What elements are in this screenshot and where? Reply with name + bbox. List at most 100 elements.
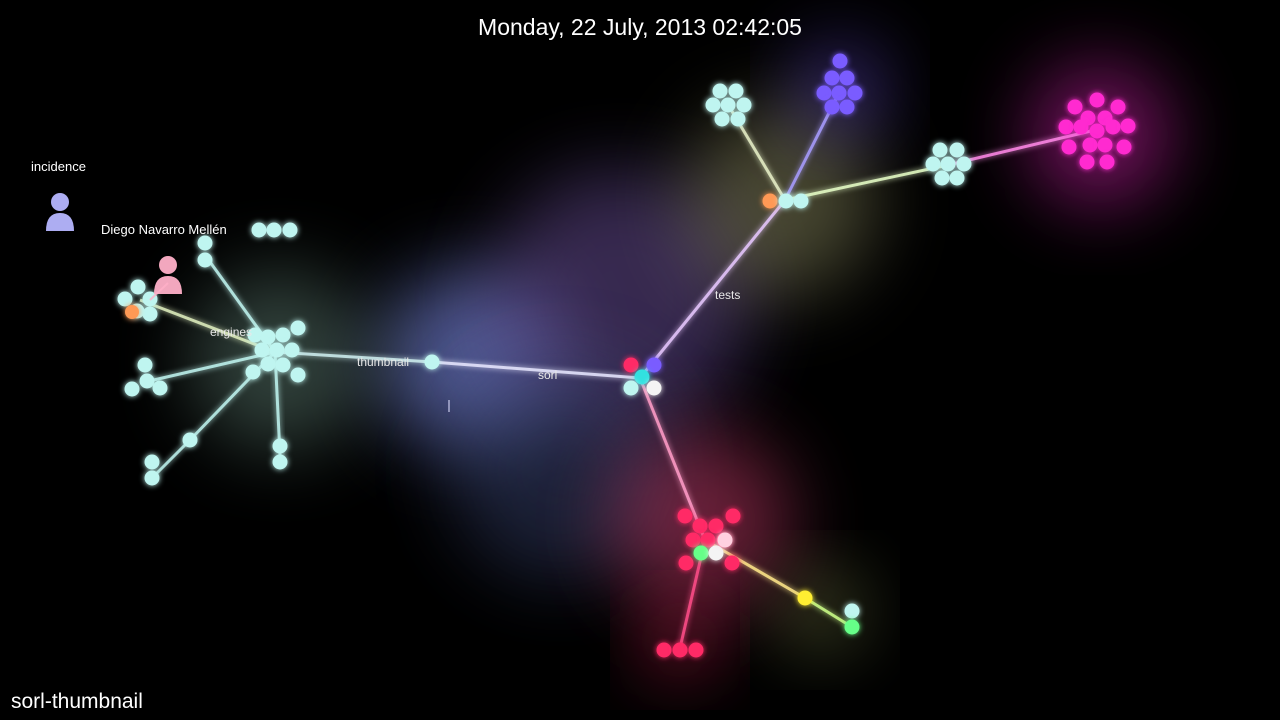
file-node xyxy=(797,590,813,606)
file-node xyxy=(634,369,650,385)
file-node xyxy=(832,53,848,69)
file-node xyxy=(1073,119,1089,135)
date-time-display: Monday, 22 July, 2013 02:42:05 xyxy=(478,14,802,40)
file-node xyxy=(1089,123,1105,139)
directory-edge xyxy=(139,298,276,354)
file-node xyxy=(284,342,300,358)
file-node xyxy=(144,454,160,470)
file-node xyxy=(139,373,155,389)
file-node xyxy=(266,222,282,238)
directory-edge xyxy=(431,360,641,380)
file-node xyxy=(1097,137,1113,153)
file-node xyxy=(1116,139,1132,155)
file-node xyxy=(254,342,270,358)
file-node xyxy=(1067,99,1083,115)
directory-edge xyxy=(804,596,853,629)
file-node xyxy=(839,70,855,86)
file-node xyxy=(956,156,972,172)
file-node xyxy=(290,367,306,383)
file-node xyxy=(251,222,267,238)
file-node xyxy=(724,555,740,571)
file-node xyxy=(197,252,213,268)
directory-edge xyxy=(144,350,276,384)
file-node xyxy=(844,619,860,635)
directory-edge xyxy=(638,199,787,379)
file-node xyxy=(925,156,941,172)
file-node xyxy=(844,603,860,619)
file-node xyxy=(272,438,288,454)
file-node xyxy=(117,291,133,307)
file-node xyxy=(934,170,950,186)
directory-edge xyxy=(273,351,282,456)
file-node xyxy=(708,518,724,534)
file-node xyxy=(125,305,139,319)
user-avatar-icon xyxy=(46,193,74,231)
file-node xyxy=(717,532,733,548)
file-node xyxy=(725,508,741,524)
file-node xyxy=(623,357,639,373)
file-node xyxy=(1120,118,1136,134)
file-node xyxy=(247,327,263,343)
file-node xyxy=(623,380,639,396)
file-node xyxy=(816,85,832,101)
file-node xyxy=(182,432,198,448)
project-name: sorl-thumbnail xyxy=(11,690,143,713)
file-node xyxy=(245,364,261,380)
file-node xyxy=(1089,92,1105,108)
file-node xyxy=(260,329,276,345)
file-node xyxy=(700,532,716,548)
file-node xyxy=(940,156,956,172)
file-node xyxy=(685,532,701,548)
file-node xyxy=(824,99,840,115)
file-node xyxy=(932,142,948,158)
directory-label-tests: tests xyxy=(715,288,741,302)
file-node xyxy=(282,222,298,238)
file-node xyxy=(693,545,709,561)
file-node xyxy=(275,357,291,373)
file-node xyxy=(714,111,730,127)
bloom-layer xyxy=(190,45,1170,675)
file-node xyxy=(152,380,168,396)
file-node xyxy=(260,356,276,372)
file-node xyxy=(656,642,672,658)
file-node xyxy=(290,320,306,336)
file-node xyxy=(708,545,724,561)
file-node xyxy=(275,327,291,343)
file-node xyxy=(720,97,736,113)
directory-label-engines: engines xyxy=(210,325,253,339)
file-node xyxy=(142,306,158,322)
file-node xyxy=(124,381,140,397)
file-node xyxy=(1082,137,1098,153)
file-node xyxy=(144,470,160,486)
file-node xyxy=(646,380,662,396)
directory-edge xyxy=(638,377,707,541)
glow-bloom xyxy=(780,570,860,650)
file-node xyxy=(678,555,694,571)
file-node xyxy=(778,193,794,209)
user-avatar-icon xyxy=(154,256,182,294)
file-node xyxy=(1058,119,1074,135)
file-node xyxy=(646,357,662,373)
directory-label-thumbnail: thumbnail xyxy=(357,355,410,369)
file-node xyxy=(130,279,146,295)
file-node xyxy=(847,85,863,101)
file-node xyxy=(728,83,744,99)
user-name-diego: Diego Navarro Mellén xyxy=(101,222,227,237)
file-node xyxy=(137,357,153,373)
file-node xyxy=(272,454,288,470)
file-node xyxy=(677,508,693,524)
file-node xyxy=(793,193,809,209)
file-node xyxy=(1110,99,1126,115)
file-node xyxy=(269,342,285,358)
file-node xyxy=(831,85,847,101)
file-node xyxy=(824,70,840,86)
file-node xyxy=(1061,139,1077,155)
file-node xyxy=(730,111,746,127)
directory-edge xyxy=(784,163,949,202)
file-node xyxy=(424,354,440,370)
file-node xyxy=(949,142,965,158)
file-node xyxy=(197,235,213,251)
file-node xyxy=(1079,154,1095,170)
